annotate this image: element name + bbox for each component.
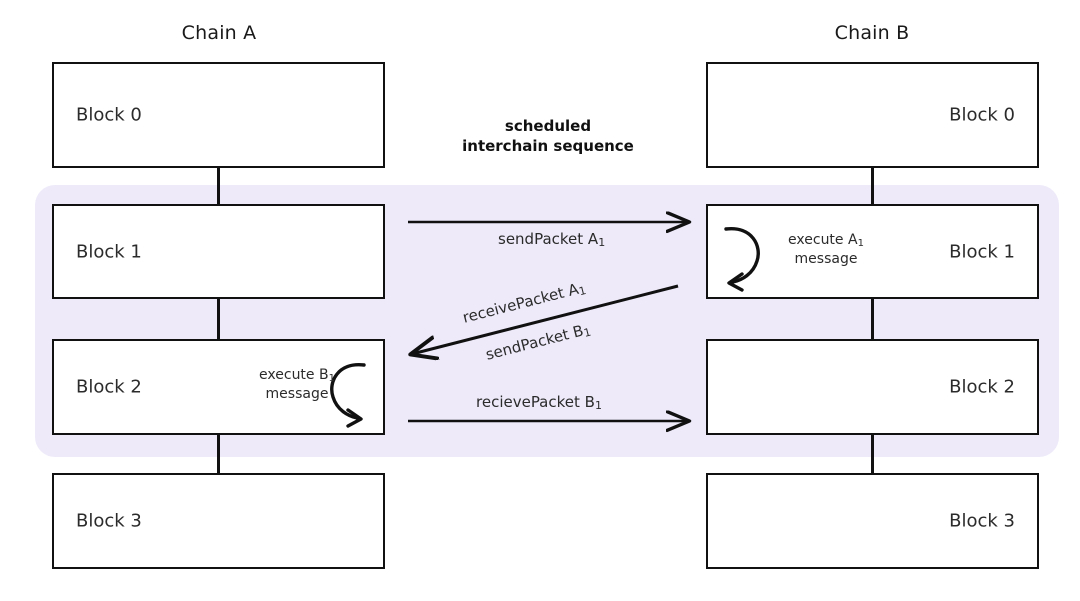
execute-b1-note-sub: 1 bbox=[328, 373, 335, 384]
chain-b-block-2-label: Block 2 bbox=[949, 376, 1015, 398]
execute-a1-note-text: execute A bbox=[788, 232, 858, 248]
chain-b-block-1-label: Block 1 bbox=[949, 241, 1015, 262]
send-packet-a1-sub: 1 bbox=[598, 236, 606, 249]
send-packet-a1-text: sendPacket A bbox=[498, 230, 599, 248]
execute-b1-note: execute B1 message bbox=[232, 366, 362, 404]
chain-a-block-0[interactable]: Block 0 bbox=[52, 62, 385, 168]
chain-a-block-0-label: Block 0 bbox=[76, 104, 142, 126]
scheduled-sequence-caption-line2: interchain sequence bbox=[462, 137, 634, 156]
chain-a-block-3-label: Block 3 bbox=[76, 510, 142, 532]
chain-b-connector-2-3 bbox=[871, 433, 874, 475]
chain-a-block-3[interactable]: Block 3 bbox=[52, 473, 385, 569]
execute-a1-note: execute A1 message bbox=[761, 231, 891, 269]
chain-a-connector-1-2 bbox=[217, 297, 220, 339]
send-packet-a1-label: sendPacket A1 bbox=[498, 230, 606, 249]
chain-b-connector-0-1 bbox=[871, 166, 874, 206]
chain-a-block-2[interactable]: Block 2 bbox=[52, 339, 385, 435]
receive-packet-b1-label: recievePacket B1 bbox=[476, 393, 602, 412]
chain-a-block-1[interactable]: Block 1 bbox=[52, 204, 385, 299]
execute-b1-note-line1: execute B1 bbox=[232, 366, 362, 385]
chain-b-block-3-label: Block 3 bbox=[949, 510, 1015, 532]
scheduled-sequence-caption: scheduled interchain sequence bbox=[448, 116, 648, 157]
receive-packet-b1-text: recievePacket B bbox=[476, 393, 595, 411]
chain-a-title: Chain A bbox=[181, 22, 257, 44]
chain-a-connector-0-1 bbox=[217, 166, 220, 206]
execute-a1-note-line2: message bbox=[794, 250, 858, 267]
execute-a1-note-line1: execute A1 bbox=[761, 231, 891, 250]
chain-b-block-3[interactable]: Block 3 bbox=[706, 473, 1039, 569]
chain-b-block-0[interactable]: Block 0 bbox=[706, 62, 1039, 168]
chain-b-title: Chain B bbox=[834, 22, 910, 44]
receive-packet-b1-sub: 1 bbox=[594, 399, 602, 412]
chain-b-block-2[interactable]: Block 2 bbox=[706, 339, 1039, 435]
execute-b1-note-line2: message bbox=[265, 385, 329, 402]
chain-a-block-1-label: Block 1 bbox=[76, 241, 142, 262]
execute-b1-note-text: execute B bbox=[259, 367, 329, 383]
chain-a-connector-2-3 bbox=[217, 433, 220, 475]
execute-a1-note-sub: 1 bbox=[857, 238, 864, 249]
chain-b-connector-1-2 bbox=[871, 297, 874, 339]
chain-b-block-1[interactable]: Block 1 bbox=[706, 204, 1039, 299]
scheduled-sequence-caption-line1: scheduled bbox=[504, 117, 592, 135]
chain-a-block-2-label: Block 2 bbox=[76, 376, 142, 398]
chain-b-block-0-label: Block 0 bbox=[949, 104, 1015, 126]
